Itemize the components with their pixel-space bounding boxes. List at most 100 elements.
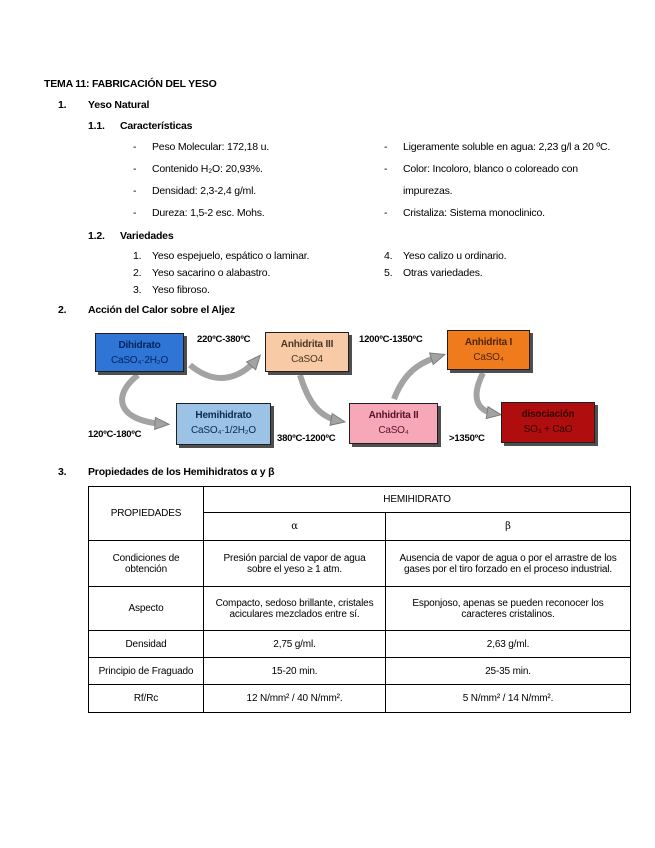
row-beta-value: Ausencia de vapor de agua o por el arras… [385,540,631,587]
box-formula: CaSO₄·2H₂O [110,355,169,366]
box-formula: CaSO4 [291,354,323,365]
box-formula: CaSO₄ [378,425,409,436]
table-row: Aspecto Compacto, sedoso brillante, cris… [88,586,631,631]
row-alpha-value: Compacto, sedoso brillante, cristales ac… [203,586,386,631]
dash-bullet: - [133,185,137,197]
curved-arrow-anhidrita3-to-anhidrita2-icon [297,374,347,426]
temp-label-gt-1350: >1350ºC [449,433,485,444]
section-1-2-number: 1.2. [88,230,105,242]
section-1-1-number: 1.1. [88,120,105,132]
section-1-number: 1. [58,99,67,111]
dash-bullet: - [133,207,137,219]
list-item: 4. Yeso calizo u ordinario. [384,248,622,265]
item-number: 5. [384,267,393,279]
section-3-heading: 3. Propiedades de los Hemihidratos α y β [58,466,275,478]
list-item-text: Dureza: 1,5-2 esc. Mohs. [152,207,265,219]
curved-arrow-dihidrato-to-anhidrita3-icon [188,354,262,381]
list-item-text: Yeso fibroso. [152,284,210,296]
row-alpha-value: 2,75 g/ml. [203,630,386,658]
list-item: - Dureza: 1,5-2 esc. Mohs. [133,202,378,224]
curved-arrow-dihidrato-to-hemihidrato-icon [119,372,171,431]
diagram-box-dihidrato: Dihidrato CaSO₄·2H₂O [95,333,184,372]
characteristics-right-list: - Ligeramente soluble en agua: 2,23 g/l … [384,136,622,224]
temp-label-220-380: 220ºC-380ºC [197,334,251,345]
diagram-box-hemihidrato: Hemihidrato CaSO₄·1/2H₂O [176,403,271,445]
list-item-text: Ligeramente soluble en agua: 2,23 g/l a … [403,141,611,153]
list-item: 2. Yeso sacarino o alabastro. [133,265,378,282]
list-item: - Densidad: 2,3-2,4 g/ml. [133,180,378,202]
properties-table: PROPIEDADES HEMIHIDRATO α β Condiciones … [88,486,631,713]
list-item: - Contenido H₂O: 20,93%. [133,158,378,180]
varieties-right-list: 4. Yeso calizo u ordinario. 5. Otras var… [384,248,622,282]
table-row: Principio de Fraguado 15-20 min. 25-35 m… [88,657,631,685]
dash-bullet: - [133,163,137,175]
row-property-label: Aspecto [88,586,204,631]
box-formula: SO₃ + CaO [523,424,573,435]
section-2-title: Acción del Calor sobre el Aljez [88,304,235,316]
header-hemihidrato: HEMIHIDRATO [203,486,631,513]
row-beta-value: 5 N/mm² / 14 N/mm². [385,684,631,713]
diagram-box-anhidrita-i: Anhidrita I CaSO₄ [447,330,530,370]
item-number: 3. [133,284,142,296]
header-alpha: α [203,512,386,541]
list-item: - Peso Molecular: 172,18 u. [133,136,378,158]
temp-label-1200-1350: 1200ºC-1350ºC [359,334,423,345]
item-number: 2. [133,267,142,279]
heat-action-diagram: Dihidrato CaSO₄·2H₂O 220ºC-380ºC Anhidri… [0,325,655,465]
table-row: Rf/Rc 12 N/mm² / 40 N/mm². 5 N/mm² / 14 … [88,684,631,713]
row-property-label: Rf/Rc [88,684,204,713]
characteristics-left-list: - Peso Molecular: 172,18 u. - Contenido … [133,136,378,224]
list-item: - Color: Incoloro, blanco o coloreado co… [384,158,622,202]
list-item-text: Peso Molecular: 172,18 u. [152,141,269,153]
table-row: Condiciones de obtención Presión parcial… [88,540,631,587]
row-property-label: Densidad [88,630,204,658]
list-item-text: Yeso espejuelo, espático o laminar. [152,250,310,262]
list-item: 1. Yeso espejuelo, espático o laminar. [133,248,378,265]
section-1-1-title: Características [120,120,193,132]
box-title: disociación [521,409,575,420]
table-row: Densidad 2,75 g/ml. 2,63 g/ml. [88,630,631,658]
diagram-box-anhidrita-ii: Anhidrita II CaSO₄ [349,403,438,444]
list-item: - Ligeramente soluble en agua: 2,23 g/l … [384,136,622,158]
list-item-text: Otras variedades. [403,267,483,279]
row-beta-value: Esponjoso, apenas se pueden reconocer lo… [385,586,631,631]
table-greek-row: α β [89,512,631,541]
box-title: Anhidrita I [464,337,513,348]
diagram-arrows [119,352,503,431]
box-formula: CaSO₄·1/2H₂O [190,425,257,436]
box-title: Dihidrato [118,340,161,351]
row-property-label: Condiciones de obtención [88,540,204,587]
curved-arrow-anhidrita1-to-disociacion-icon [473,371,503,420]
list-item: 3. Yeso fibroso. [133,282,378,299]
diagram-box-anhidrita-iii: Anhidrita III CaSO4 [265,332,349,372]
section-2-heading: 2. Acción del Calor sobre el Aljez [58,304,235,316]
section-2-number: 2. [58,304,67,316]
section-3-number: 3. [58,466,67,478]
temp-label-120-180: 120ºC-180ºC [88,429,142,440]
row-beta-value: 25-35 min. [385,657,631,685]
temp-label-380-1200: 380ºC-1200ºC [277,433,336,444]
list-item-text: Densidad: 2,3-2,4 g/ml. [152,185,256,197]
row-property-label: Principio de Fraguado [88,657,204,685]
list-item-text: Contenido H₂O: 20,93%. [152,163,263,175]
box-title: Anhidrita II [368,410,419,421]
row-beta-value: 2,63 g/ml. [385,630,631,658]
row-alpha-value: 15-20 min. [203,657,386,685]
box-title: Anhidrita III [280,339,334,350]
list-item-text: Color: Incoloro, blanco o coloreado con … [403,163,578,197]
section-3-title: Propiedades de los Hemihidratos α y β [88,466,275,478]
section-1-2-title: Variedades [120,230,174,242]
section-1-heading: 1. Yeso Natural [58,99,149,111]
header-propiedades: PROPIEDADES [88,486,204,541]
dash-bullet: - [384,141,388,153]
section-1-2-heading: 1.2. Variedades [88,230,174,242]
curved-arrow-anhidrita2-to-anhidrita1-icon [391,352,446,401]
row-alpha-value: Presión parcial de vapor de agua sobre e… [203,540,386,587]
table-header-row: PROPIEDADES HEMIHIDRATO [88,486,631,541]
box-title: Hemihidrato [195,410,252,421]
item-number: 1. [133,250,142,262]
list-item: 5. Otras variedades. [384,265,622,282]
dash-bullet: - [384,163,388,175]
row-alpha-value: 12 N/mm² / 40 N/mm². [203,684,386,713]
